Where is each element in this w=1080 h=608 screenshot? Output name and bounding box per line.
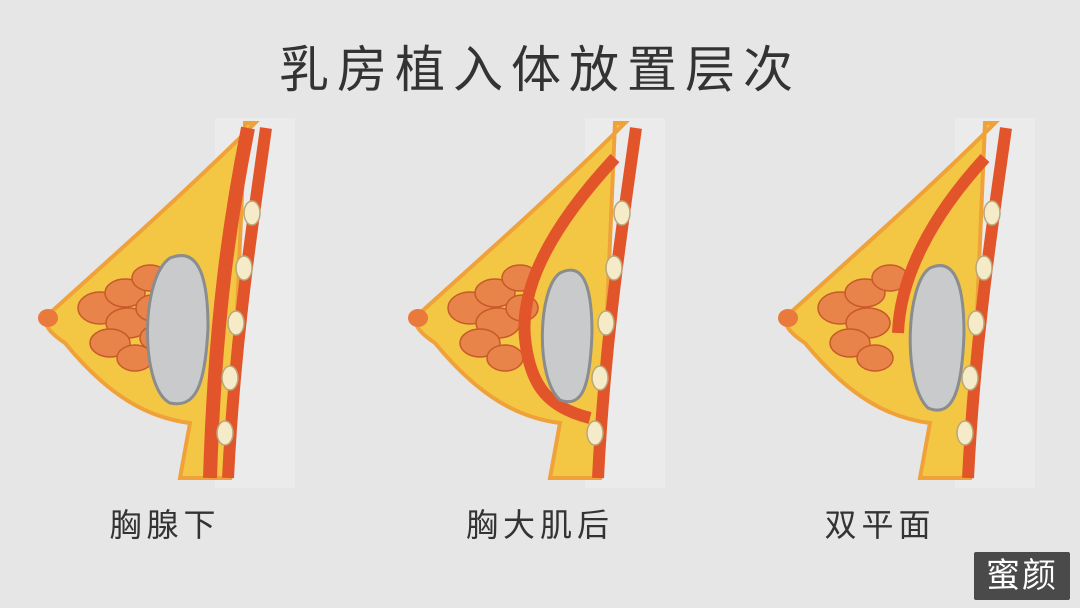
label-subglandular: 胸腺下 bbox=[109, 506, 221, 544]
label-submuscular: 胸大肌后 bbox=[465, 506, 614, 544]
breast-diagram-subglandular bbox=[30, 118, 300, 488]
page-title: 乳房植入体放置层次 bbox=[279, 41, 801, 99]
label-dual-plane: 双平面 bbox=[824, 506, 936, 544]
breast-diagram-submuscular bbox=[400, 118, 670, 488]
watermark-logo: 蜜颜 bbox=[974, 552, 1070, 600]
breast-diagram-dual-plane bbox=[770, 118, 1040, 488]
